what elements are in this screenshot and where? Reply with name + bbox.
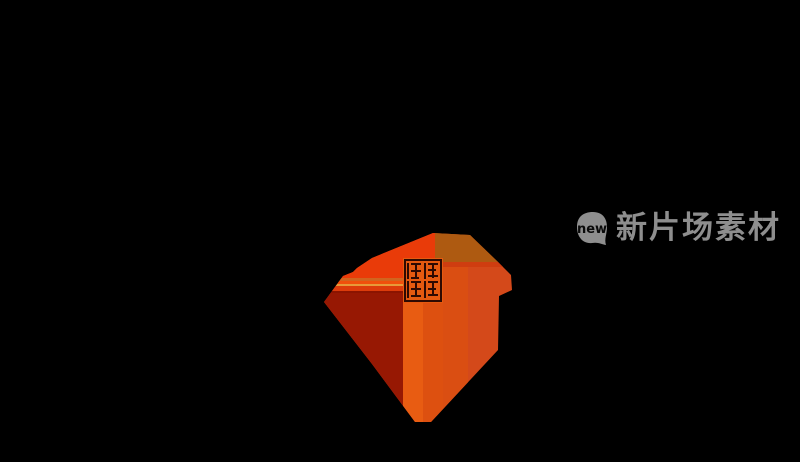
stripe-5 xyxy=(324,291,403,293)
blob-color-regions xyxy=(324,233,512,422)
stripe-1 xyxy=(324,278,403,281)
region-right-light xyxy=(443,262,468,422)
stripe-2 xyxy=(324,281,403,284)
new-badge-label: new xyxy=(577,222,607,237)
new-badge-blob xyxy=(577,211,607,245)
watermark: new 新片场素材 xyxy=(576,209,781,247)
new-badge-icon: new xyxy=(577,211,607,245)
region-dark-red xyxy=(324,293,403,422)
watermark-brand-text: 新片场素材 xyxy=(616,210,781,246)
seal-characters xyxy=(404,259,442,302)
stripe-3 xyxy=(324,284,403,286)
stripe-4 xyxy=(324,286,403,291)
seal-stamp xyxy=(403,258,443,303)
region-under-brown-stripe xyxy=(435,262,512,267)
region-brown xyxy=(435,233,512,262)
